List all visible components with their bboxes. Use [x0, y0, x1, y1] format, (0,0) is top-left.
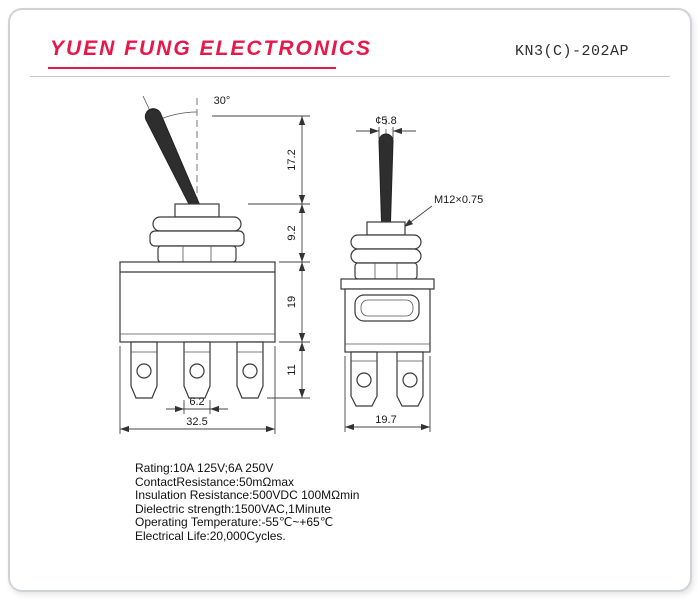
part-number: KN3(C)-202AP: [515, 43, 630, 60]
dim-terminal-width: 6.2: [189, 396, 204, 408]
spec-rating: Rating:10A 125V;6A 250V: [135, 461, 274, 475]
side-lever: [378, 133, 394, 223]
front-washer-1: [152, 216, 242, 232]
front-bushing-stack: [149, 203, 245, 263]
leader-line: [403, 205, 433, 228]
front-collar: [174, 203, 220, 218]
datasheet-page: YUEN FUNG ELECTRONICS KN3(C)-202AP 30°: [8, 8, 692, 592]
side-body: [340, 278, 435, 353]
side-seal-inner: [360, 299, 414, 317]
spec-electrical-life: Electrical Life:20,000Cycles.: [135, 528, 286, 543]
side-hex-nut: [354, 262, 418, 280]
front-view: 30°: [119, 95, 310, 434]
header-divider: [30, 76, 670, 77]
spec-contact-resistance: ContactResistance:50mΩmax: [135, 474, 295, 489]
front-terminals: [130, 341, 264, 399]
front-body-outline: [119, 261, 276, 343]
lever-diameter-dim: ¢5.8: [356, 115, 416, 139]
dim-body-depth: 19.7: [375, 414, 396, 426]
dim-body-height: 19: [286, 296, 298, 308]
angle-label: 30°: [214, 95, 231, 107]
terminal-hole: [189, 363, 205, 379]
side-collar: [366, 221, 406, 236]
thread-callout: M12×0.75: [403, 194, 483, 228]
spec-dielectric-strength: Dielectric strength:1500VAC,1Minute: [135, 501, 331, 516]
front-washer-2: [149, 230, 245, 247]
dim-body-width: 32.5: [186, 416, 207, 428]
spec-insulation-resistance: Insulation Resistance:500VDC 100MΩmin: [135, 488, 360, 503]
front-lever: [144, 108, 202, 213]
side-washer-1: [350, 234, 422, 250]
side-bushing-stack: [350, 221, 422, 280]
side-flange: [340, 278, 435, 290]
side-dimensions: 19.7: [344, 356, 431, 432]
terminal-hole: [402, 372, 418, 388]
company-underline: [48, 67, 336, 69]
technical-drawing: 30°: [119, 95, 483, 434]
front-body: [119, 261, 276, 343]
front-hex-nut: [157, 245, 237, 263]
side-washer-2: [350, 248, 422, 264]
dim-terminal-height: 11: [286, 364, 298, 375]
side-terminals: [350, 351, 424, 407]
spec-operating-temperature: Operating Temperature:-55℃~+65℃: [135, 515, 334, 530]
dim-bushing-height: 9.2: [286, 225, 298, 240]
dim-lever-height: 17.2: [286, 149, 298, 170]
terminal-hole: [356, 372, 372, 388]
side-view: ¢5.8 M12×0.75: [340, 115, 483, 432]
terminal-hole: [242, 363, 258, 379]
front-dimensions: 17.2 9.2 19 11 6.2 32.5: [119, 115, 310, 434]
specifications: Rating:10A 125V;6A 250V ContactResistanc…: [135, 461, 360, 544]
thread-label: M12×0.75: [434, 194, 483, 206]
side-seal-outer: [354, 294, 420, 322]
company-name: YUEN FUNG ELECTRONICS: [50, 37, 373, 60]
terminal-hole: [136, 363, 152, 379]
dim-lever-diameter: ¢5.8: [375, 115, 396, 127]
